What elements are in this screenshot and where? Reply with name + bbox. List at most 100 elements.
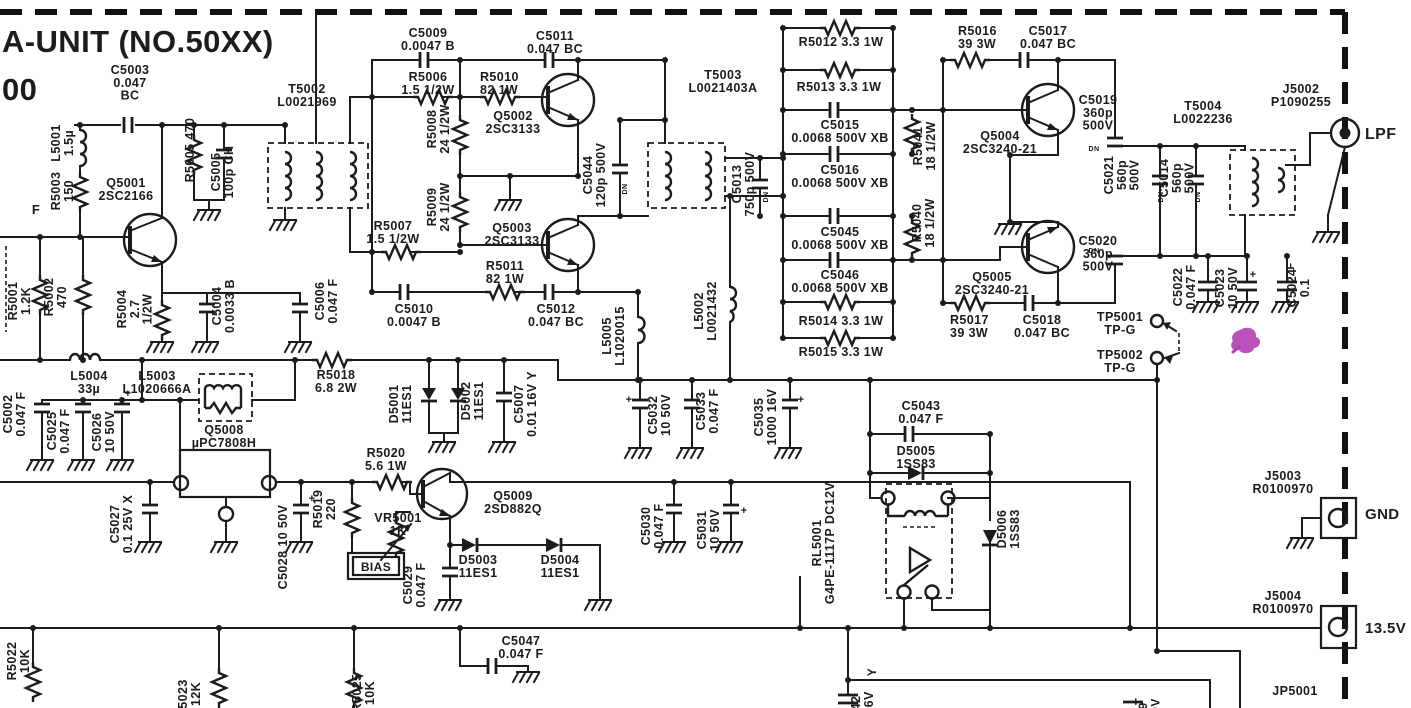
label-l5005: L5005 [600, 317, 614, 354]
connectors-group [1149, 117, 1361, 650]
label-c5027: C5027 [108, 505, 122, 544]
label-r5011: 82 1W [486, 272, 524, 286]
resistor-r5011 [483, 283, 527, 301]
label-q5004: 2SC3240-21 [963, 142, 1037, 156]
label--: + [1132, 694, 1140, 708]
label-c5009: C5009 [409, 26, 448, 40]
label-c5022: 0.047 F [1184, 264, 1198, 309]
label-c5025: 0.047 F [58, 408, 72, 453]
label-tp5001: TP5001 [1097, 310, 1143, 324]
resistor-r5002 [74, 273, 92, 317]
label-c5005: C5005 [209, 153, 223, 192]
label-9: 9 [1136, 702, 1150, 708]
label-42: 42 [849, 696, 863, 708]
transformer-t5004-windings [1251, 156, 1286, 208]
label-c5009: 0.0047 B [401, 39, 455, 53]
inductor-l5002 [729, 285, 738, 324]
label-t5003: T5003 [704, 68, 741, 82]
diode-d5001 [422, 388, 436, 400]
inductor-l5004 [68, 352, 102, 361]
label-t5002: L0021969 [277, 95, 337, 109]
capacitors [34, 52, 1297, 705]
label-c5018: 0.047 BC [1014, 326, 1070, 340]
label-r5025: R5025 [350, 674, 364, 708]
label-gnd: GND [1365, 506, 1400, 523]
label-r5040: R5040 [910, 204, 924, 243]
label-r5008: 24 1/2W [438, 104, 452, 153]
label-q5008: µPC7808H [192, 436, 257, 450]
diode-d5002 [451, 388, 465, 400]
label-r5016: R5016 [958, 24, 997, 38]
label-c5030: 0.047 F [652, 503, 666, 548]
label-tp5001: TP-G [1104, 323, 1135, 337]
label--: + [309, 493, 316, 505]
transistor-q5004 [1020, 82, 1076, 138]
label-c5022: C5022 [1171, 268, 1185, 307]
label-c5006: 0.047 F [326, 278, 340, 323]
jack-j5003-gnd [1319, 496, 1358, 540]
label-r5013-3.3-1w: R5013 3.3 1W [797, 80, 882, 94]
resistor-r5015 [818, 329, 862, 347]
label-r5002: R5002 [42, 278, 56, 317]
label-c5021: 560p [1115, 160, 1129, 190]
transistor-q5002 [540, 72, 596, 128]
label-c5046: 0.0068 500V XB [791, 281, 888, 295]
label-d5002: D5002 [459, 382, 473, 421]
label-q5003: Q5003 [492, 221, 532, 235]
annotation-scribble [1231, 327, 1261, 354]
label-00: 00 [2, 72, 37, 107]
label-c5017: 0.047 BC [1020, 37, 1076, 51]
label-vr5001: 1K [390, 524, 407, 538]
label-f: F [32, 202, 40, 217]
label-c5047: C5047 [502, 634, 541, 648]
label-c5016: 0.0068 500V XB [791, 176, 888, 190]
label-r5018: R5018 [317, 368, 356, 382]
label-c5023: C5023 [1213, 269, 1227, 308]
label-bias: BIAS [361, 560, 391, 574]
label-c5021: C5021 [1102, 156, 1116, 195]
label-c5030: C5030 [639, 507, 653, 546]
label-r5014-3.3-1w: R5014 3.3 1W [799, 314, 884, 328]
wires-mid-bus [0, 359, 1158, 652]
label-d5006: 1SS83 [1008, 509, 1022, 549]
label-c5045: 0.0068 500V XB [791, 238, 888, 252]
transistor-q5001 [122, 212, 178, 268]
label-l5004: 33µ [78, 382, 100, 396]
label-d5003: D5003 [459, 553, 498, 567]
label-c5043: 0.047 F [898, 412, 943, 426]
label-dn: DN [1158, 192, 1165, 203]
label-j5004: J5004 [1265, 589, 1302, 603]
transformer-t5002-box [267, 142, 369, 209]
label--: + [741, 505, 748, 517]
label-r5003: 150 [62, 180, 76, 202]
label-c5012: C5012 [537, 302, 576, 316]
label-13.5v: 13.5V [1365, 620, 1406, 637]
label-l5002: L5002 [692, 292, 706, 329]
label-c5031: 10 50V [708, 509, 722, 551]
label-d5003: 11ES1 [459, 566, 498, 580]
label-d5005: D5005 [897, 444, 936, 458]
label-c5033: 0.047 F [707, 388, 721, 433]
diodes [421, 388, 998, 552]
label-r5004: 2.7 [128, 300, 142, 319]
label-r5025: 10K [363, 681, 377, 705]
label-c5023: 10 50V [1226, 267, 1240, 309]
label-r5019: 220 [324, 498, 338, 520]
label-tp5002: TP-G [1104, 361, 1135, 375]
label-f: F [1285, 262, 1297, 269]
label-r5007: R5007 [374, 219, 413, 233]
label-c5047: 0.047 F [498, 647, 543, 661]
label-q5005: Q5005 [972, 270, 1012, 284]
diode-d5006 [983, 530, 997, 544]
label--: + [798, 394, 805, 406]
label-q5001: 2SC2166 [99, 189, 154, 203]
resistor-r5007 [379, 243, 423, 261]
label-c5003: 0.047 [113, 76, 146, 90]
label-q5005: 2SC3240-21 [955, 283, 1029, 297]
resistor-r5016 [948, 51, 992, 69]
jack-j5004-13v5 [1319, 604, 1358, 650]
resistor-r5019 [343, 496, 361, 540]
label-dn: DN [763, 192, 770, 203]
label-c5016: C5016 [821, 163, 860, 177]
resistor-r5017 [948, 294, 992, 312]
